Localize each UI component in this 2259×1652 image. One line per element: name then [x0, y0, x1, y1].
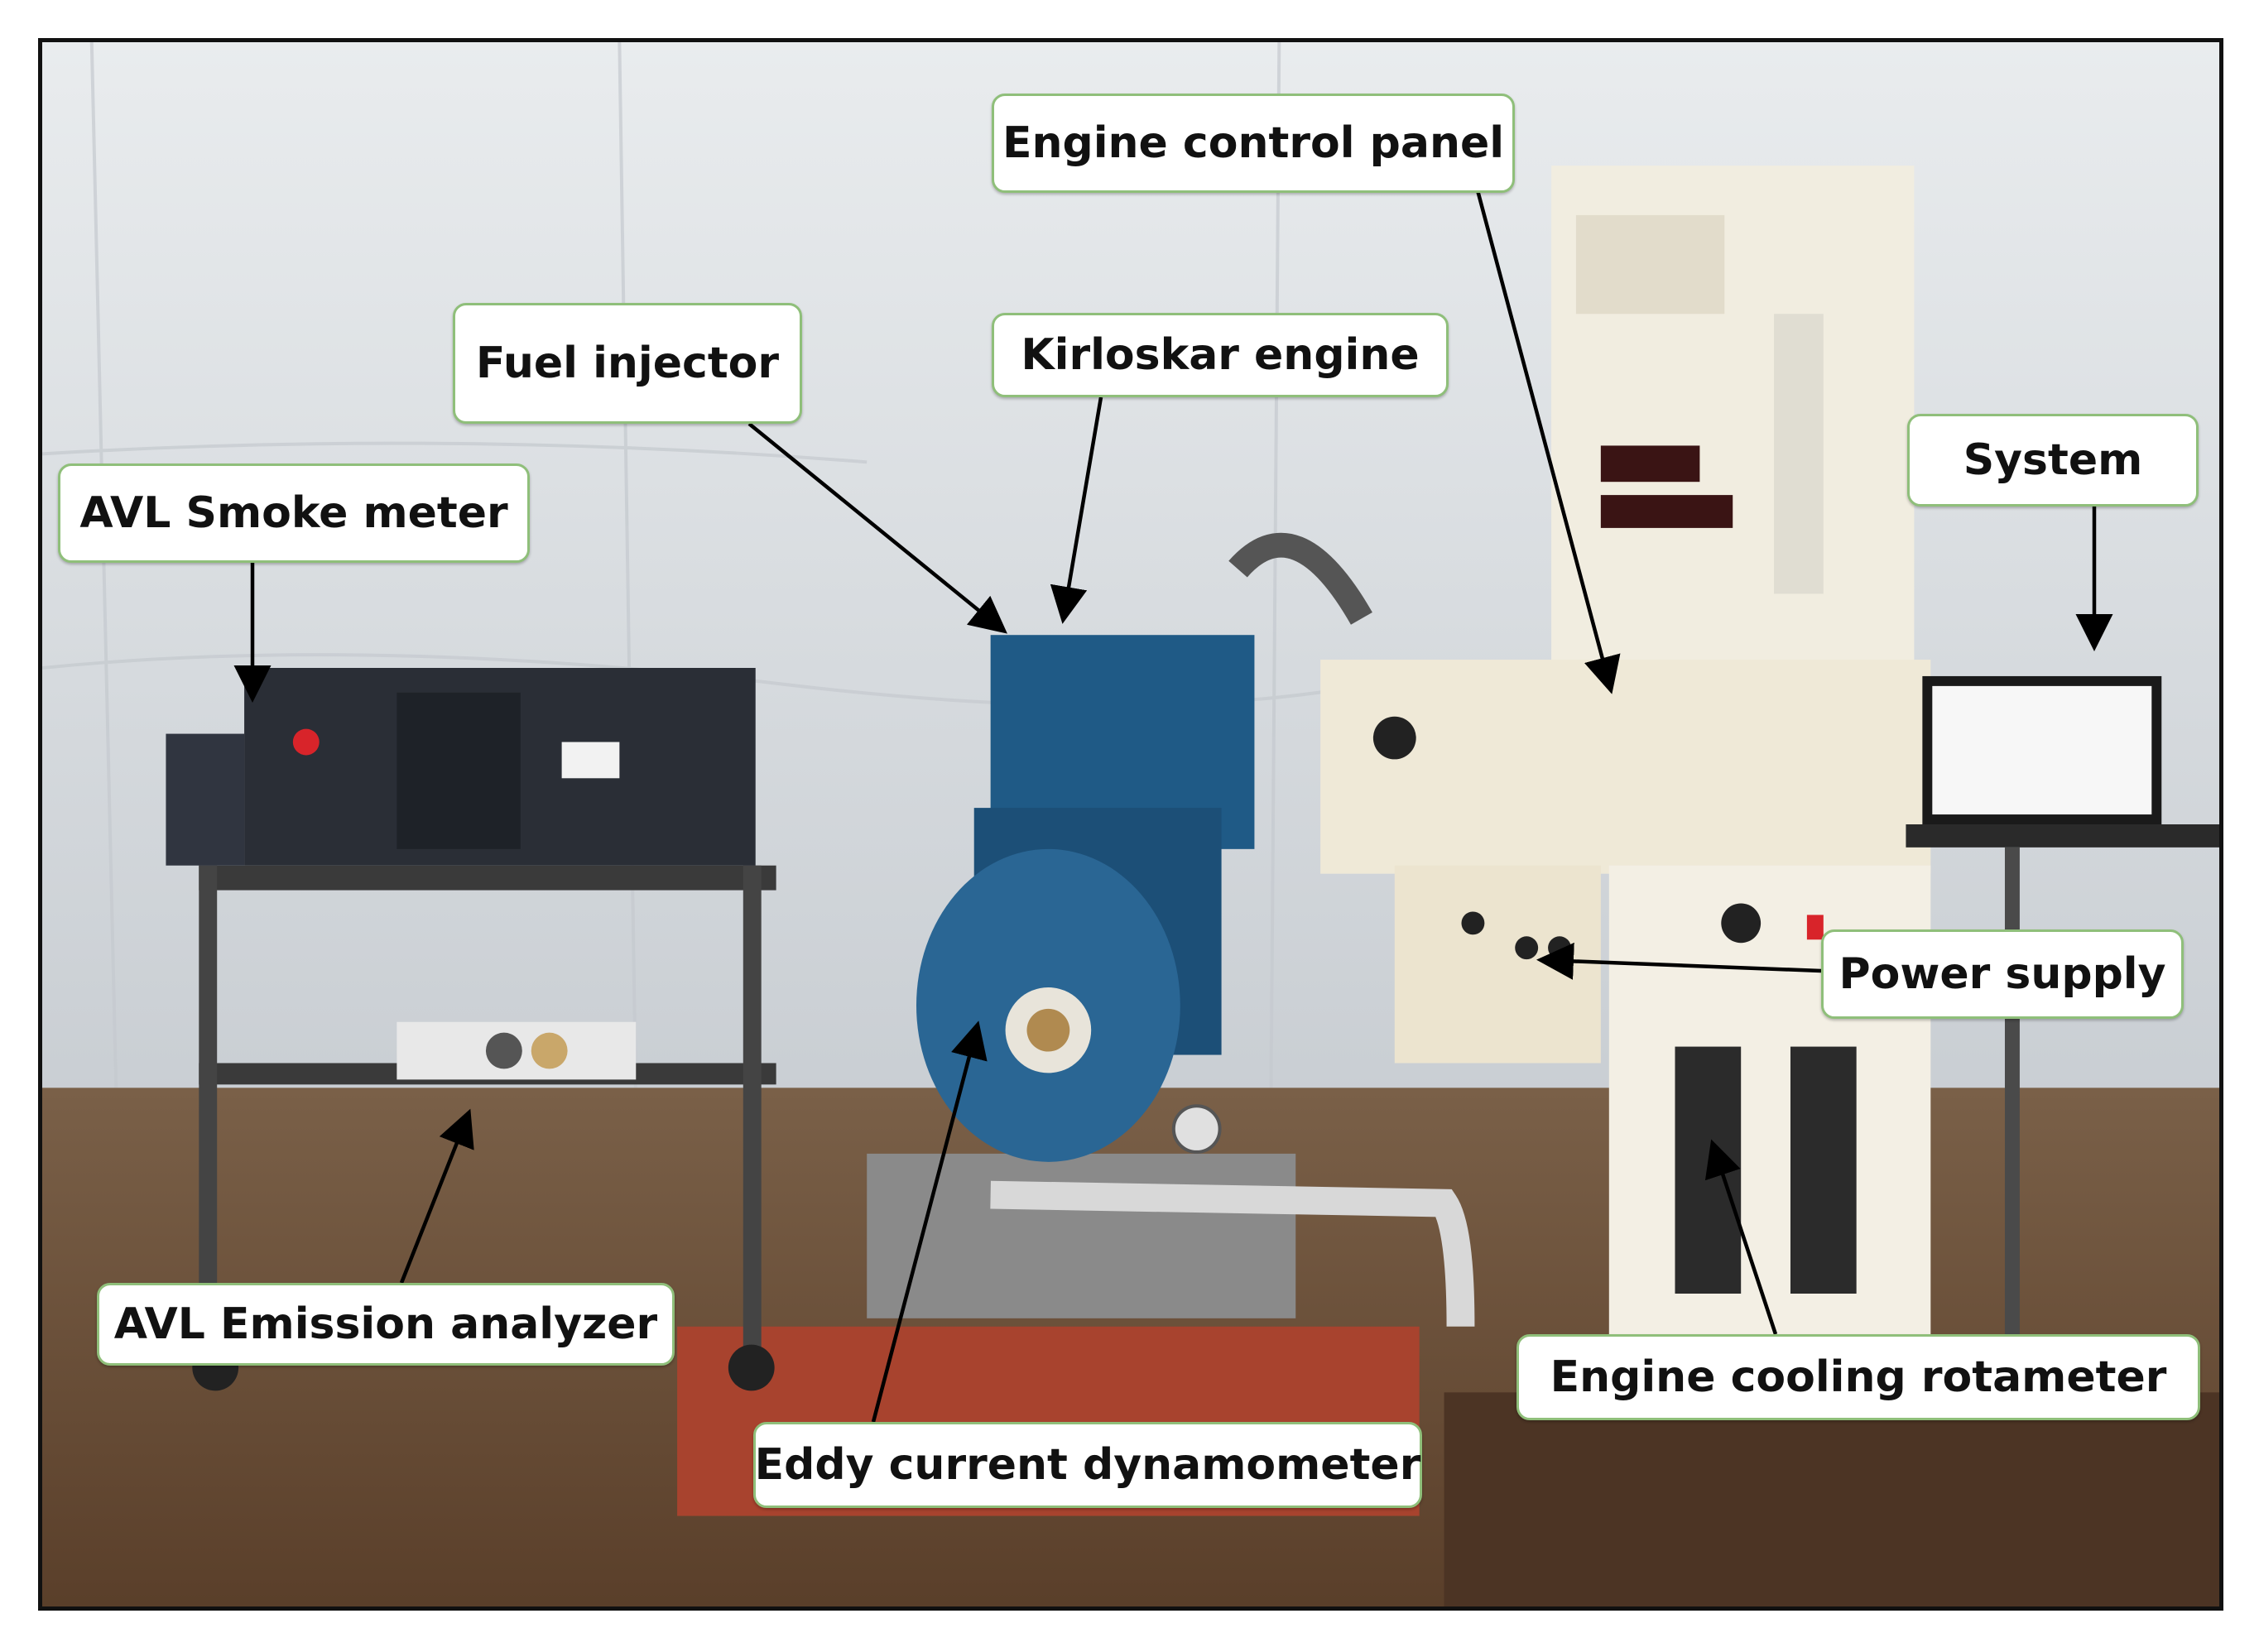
label-engine-cooling-rotameter: Engine cooling rotameter — [1516, 1334, 2200, 1420]
drain-grate — [1444, 1392, 2219, 1606]
label-eddy-current-dynamometer: Eddy current dynamometer — [753, 1422, 1422, 1508]
label-kirloskar-engine: Kirloskar engine — [992, 313, 1449, 397]
photo-frame — [38, 38, 2223, 1611]
rotameter-right — [1790, 1046, 1857, 1294]
label-avl-smoke-meter: AVL Smoke meter — [58, 463, 530, 563]
label-system: System — [1907, 414, 2199, 507]
rotameter-left — [1675, 1046, 1742, 1294]
label-avl-emission-analyzer: AVL Emission analyzer — [97, 1283, 675, 1366]
label-engine-control-panel: Engine control panel — [992, 94, 1515, 193]
smoke-meter-cart — [166, 668, 776, 1391]
engine-test-rig-photo — [42, 42, 2219, 1606]
label-power-supply: Power supply — [1821, 929, 2184, 1019]
engine-and-dynamometer — [867, 532, 1475, 1327]
label-fuel-injector: Fuel injector — [453, 303, 802, 424]
